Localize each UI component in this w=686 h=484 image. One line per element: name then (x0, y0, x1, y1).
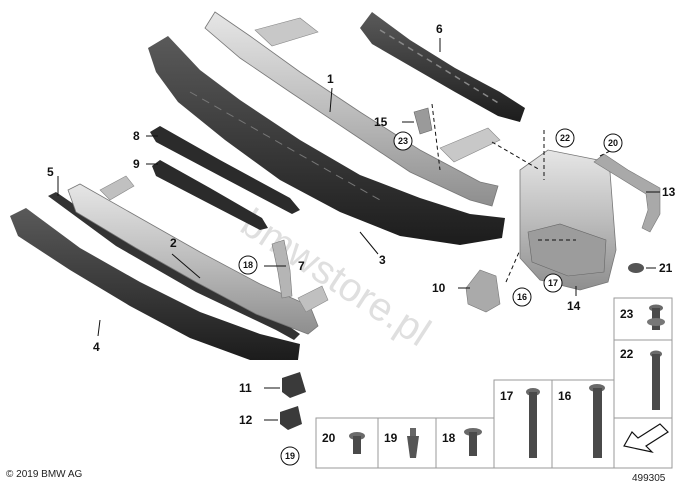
callout-22: 22 (555, 128, 575, 148)
table-label-22: 22 (620, 347, 634, 361)
part-12-retainer (280, 406, 302, 430)
callout-16-text: 16 (517, 292, 527, 302)
bolt-20-icon (349, 432, 365, 454)
table-label-16: 16 (558, 389, 572, 403)
label-part-9: 9 (133, 157, 140, 171)
label-part-15: 15 (374, 115, 388, 129)
bolt-22-icon (650, 350, 662, 410)
callout-23: 23 (393, 131, 413, 151)
table-label-19: 19 (384, 431, 398, 445)
label-part-11: 11 (239, 381, 252, 395)
part-7-bracket (271, 239, 293, 299)
label-part-5: 5 (47, 165, 54, 179)
callout-18: 18 (238, 255, 258, 275)
leader-lines (57, 38, 660, 421)
callout-17: 17 (543, 273, 563, 293)
label-part-8: 8 (133, 129, 140, 143)
part-6-bracket (360, 12, 525, 122)
label-part-2: 2 (170, 236, 177, 250)
label-part-3: 3 (379, 253, 386, 267)
label-part-21: 21 (659, 261, 673, 275)
callout-22-text: 22 (560, 133, 570, 143)
cell-arrow (613, 417, 673, 469)
part-1-carrier-beam (204, 11, 501, 207)
fastener-table: 20 19 18 17 16 23 22 (315, 297, 673, 469)
part-8-strip (150, 126, 300, 214)
label-part-14: 14 (567, 299, 581, 313)
label-part-1: 1 (327, 72, 334, 86)
label-part-6: 6 (436, 22, 443, 36)
table-label-18: 18 (442, 431, 456, 445)
callout-23-text: 23 (398, 136, 408, 146)
part-2-lower-carrier (67, 175, 329, 335)
part-13-arm (593, 153, 661, 233)
bolt-18-icon (464, 428, 482, 456)
copyright-text: © 2019 BMW AG (6, 469, 83, 480)
part-10-clip (465, 269, 501, 313)
part-21-washer (628, 263, 644, 273)
callout-19: 19 (280, 446, 300, 466)
bolt-23-icon (647, 304, 665, 330)
part-3-shield (148, 36, 505, 245)
callout-20: 20 (603, 133, 623, 153)
label-part-7: 7 (298, 259, 305, 273)
table-label-23: 23 (620, 307, 634, 321)
callout-19-text: 19 (285, 451, 295, 461)
callout-16: 16 (512, 287, 532, 307)
part-9-strip (152, 160, 268, 230)
label-part-10: 10 (432, 281, 446, 295)
callout-18-text: 18 (243, 260, 253, 270)
part-15-clip (413, 107, 433, 135)
part-11-retainer (282, 372, 306, 398)
bolt-16-icon (589, 384, 605, 458)
label-part-4: 4 (93, 340, 100, 354)
diagram-number: 499305 (632, 473, 666, 484)
callout-17-text: 17 (548, 278, 558, 288)
direction-arrow-icon (623, 423, 669, 454)
clip-19-icon (407, 428, 419, 458)
part-4-grille (10, 208, 300, 360)
label-part-12: 12 (239, 413, 253, 427)
callout-20-text: 20 (608, 138, 618, 148)
table-label-17: 17 (500, 389, 514, 403)
table-label-20: 20 (322, 431, 336, 445)
part-14-deformation-element (519, 149, 617, 291)
bolt-17-icon (526, 388, 540, 458)
label-part-13: 13 (662, 185, 676, 199)
